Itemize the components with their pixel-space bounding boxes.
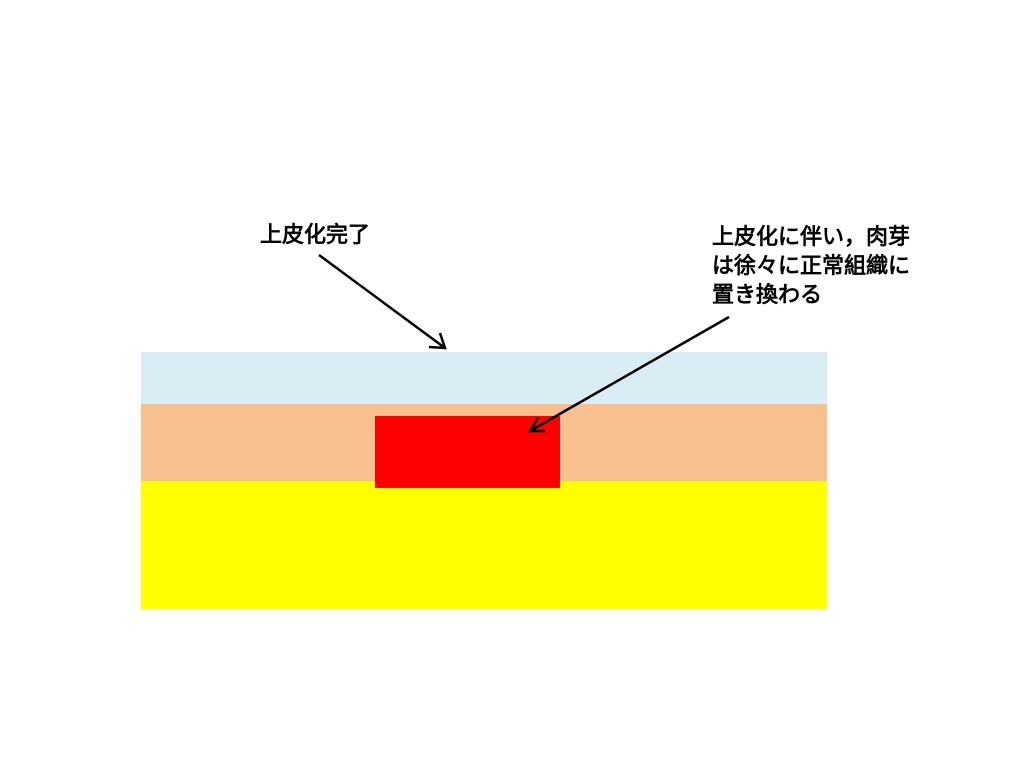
arrow-to-epithelium [318, 253, 447, 350]
granulation-replacement-label: 上皮化に伴い，肉芽 は徐々に正常組織に 置き換わる [712, 223, 910, 310]
subcutaneous-layer [141, 481, 827, 609]
granulation-replacement-line-1: 上皮化に伴い，肉芽 [712, 225, 911, 250]
granulation-replacement-line-2: は徐々に正常組織に [712, 254, 911, 279]
epithelialization-complete-label: 上皮化完了 [260, 221, 370, 250]
granulation-tissue [375, 416, 560, 488]
epithelium-layer [141, 352, 827, 404]
granulation-replacement-line-3: 置き換わる [712, 283, 823, 308]
epithelialization-complete-text: 上皮化完了 [260, 223, 371, 248]
